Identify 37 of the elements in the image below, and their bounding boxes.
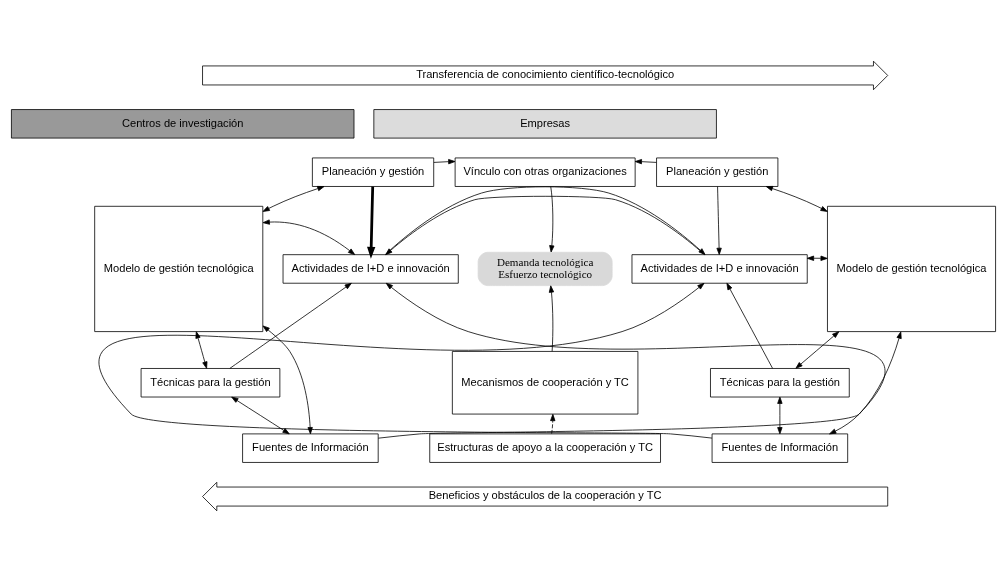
arrow xyxy=(367,186,376,259)
arrow xyxy=(229,282,352,369)
arrow xyxy=(634,159,657,165)
arrow xyxy=(765,186,828,212)
arrow xyxy=(433,159,456,165)
node-box: Actividades de I+D e innovación xyxy=(631,254,808,284)
node-box: Planeación y gestión xyxy=(656,157,779,187)
arrow xyxy=(262,325,313,435)
arrow xyxy=(195,331,208,369)
arrow xyxy=(549,186,555,253)
arrow xyxy=(550,413,556,434)
arrow xyxy=(548,285,555,352)
node-box: Fuentes de Información xyxy=(242,433,379,463)
arrow xyxy=(726,282,773,369)
arrow xyxy=(795,331,840,369)
node-box: Mecanismos de cooperación y TC xyxy=(451,351,639,415)
node-box: Planeación y gestión xyxy=(312,157,435,187)
arrow xyxy=(829,331,902,435)
arrow xyxy=(377,282,885,439)
arrow xyxy=(716,186,722,255)
node-box: Demanda tecnológica Esfuerzo tecnológico xyxy=(477,251,613,286)
arrow xyxy=(262,219,356,255)
node-box: Centros de investigación xyxy=(11,109,355,139)
node-box: Actividades de I+D e innovación xyxy=(282,254,459,284)
arrow xyxy=(231,396,290,435)
arrow xyxy=(777,396,783,435)
node-box: Vínculo con otras organizaciones xyxy=(454,157,636,187)
node-box: Modelo de gestión tecnológica xyxy=(94,205,264,332)
arrow xyxy=(99,282,713,439)
arrow xyxy=(262,186,325,212)
node-box: Modelo de gestión tecnológica xyxy=(827,205,996,332)
node-box: Fuentes de Información xyxy=(711,433,849,463)
node-box: Técnicas para la gestión xyxy=(710,368,850,398)
arrow xyxy=(806,255,828,261)
node-box: Empresas xyxy=(373,109,717,139)
node-box: Estructuras de apoyo a la cooperación y TC xyxy=(429,433,661,463)
node-box: Técnicas para la gestión xyxy=(140,368,281,398)
